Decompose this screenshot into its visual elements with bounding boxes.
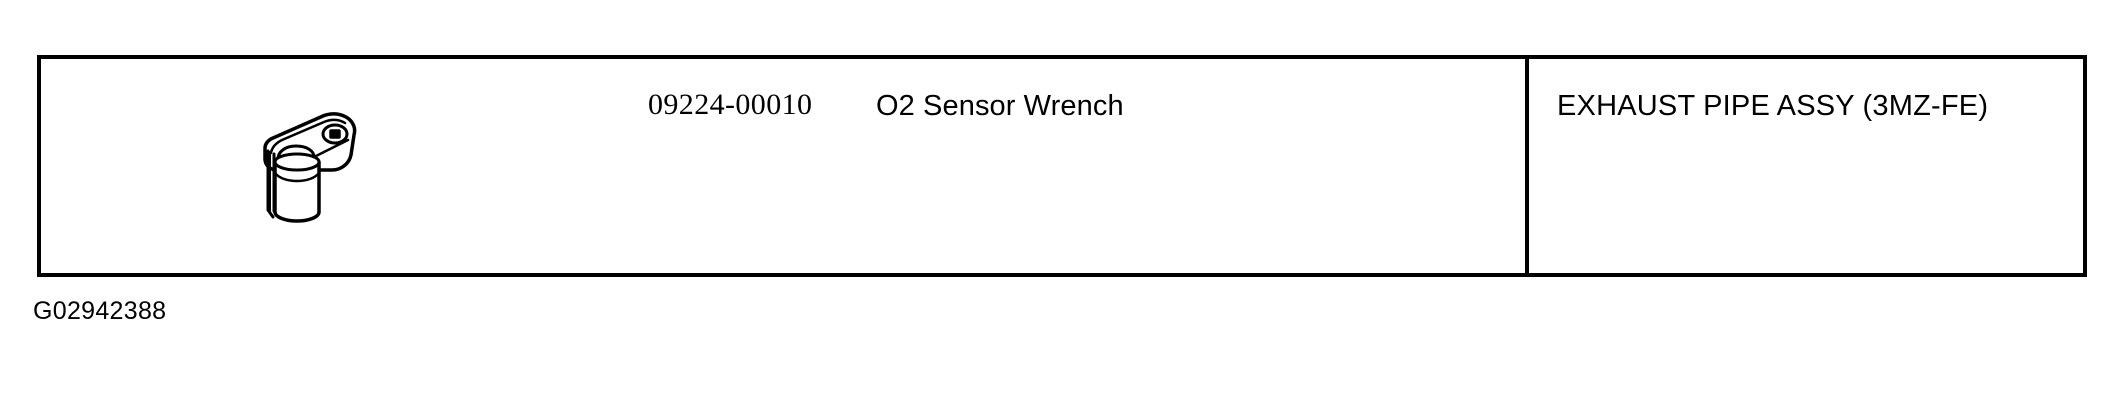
figure-id-caption: G02942388 <box>33 297 167 325</box>
application-cell: EXHAUST PIPE ASSY (3MZ-FE) <box>1529 59 2083 273</box>
tool-part-number: 09224-00010 <box>648 88 813 121</box>
tool-info-cell: 09224-00010 O2 Sensor Wrench <box>41 59 1529 273</box>
application-label: EXHAUST PIPE ASSY (3MZ-FE) <box>1557 90 1989 122</box>
tool-name-label: O2 Sensor Wrench <box>876 90 1124 122</box>
o2-sensor-wrench-illustration <box>251 107 371 225</box>
special-service-tool-table: 09224-00010 O2 Sensor Wrench EXHAUST PIP… <box>37 55 2087 277</box>
